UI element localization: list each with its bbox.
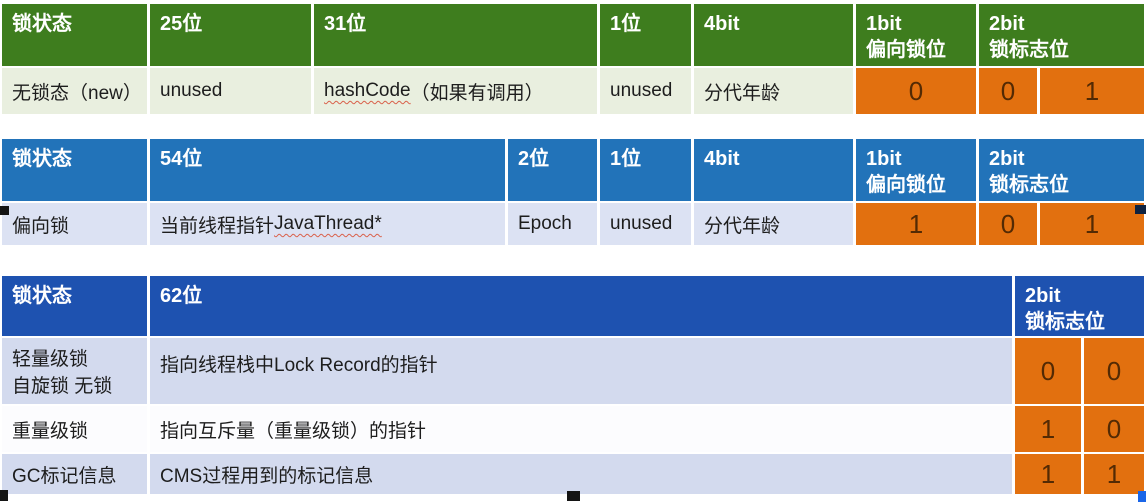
t2-header-lock-state-label: 锁状态 xyxy=(12,148,72,170)
t2-cell-bias-bit: 1 xyxy=(856,203,976,245)
resize-handle-bottom-center[interactable] xyxy=(567,491,580,501)
t3-header-62bit: 62位 xyxy=(150,276,1012,336)
t1-header-flag-bits-line2: 锁标志位 xyxy=(989,39,1069,61)
t2-header-flag-bits-line1: 2bit xyxy=(989,148,1025,170)
t2-cell-flag-bit-1: 0 xyxy=(979,203,1037,245)
t1-header-31bit: 31位 xyxy=(314,4,597,66)
t1-header-25bit-label: 25位 xyxy=(160,13,203,35)
t2-header-4bit-label: 4bit xyxy=(704,148,740,170)
t1-cell-state: 无锁态（new） xyxy=(2,68,147,114)
t1-cell-bias-bit: 0 xyxy=(856,68,976,114)
t1-header-lock-state: 锁状态 xyxy=(2,4,147,66)
t1-header-31bit-label: 31位 xyxy=(324,13,367,35)
t3-row1-state-line2: 自旋锁 无锁 xyxy=(12,376,113,397)
t1-header-bias-bit: 1bit 偏向锁位 xyxy=(856,4,976,66)
t3-row3-flag-bit-2: 1 xyxy=(1084,454,1144,494)
t1-cell-hashcode: hashCode（如果有调用） xyxy=(314,68,597,114)
t3-row3-flag-bit-1: 1 xyxy=(1015,454,1081,494)
t2-header-2bit: 2位 xyxy=(508,139,597,201)
table-no-lock-state: 锁状态 25位 31位 1位 4bit 1bit 偏向锁位 2bit 锁标志位 … xyxy=(2,4,1144,114)
t2-header-bias-bit-line1: 1bit xyxy=(866,148,902,170)
t3-row1-state: 轻量级锁 自旋锁 无锁 xyxy=(2,338,147,404)
t2-header-bias-bit-line2: 偏向锁位 xyxy=(866,174,946,196)
t1-hashcode-code: hashCode xyxy=(324,80,411,101)
t3-header-lock-state-label: 锁状态 xyxy=(12,285,72,307)
t3-row2-flag-bit-2: 0 xyxy=(1084,406,1144,452)
t3-header-flag-bits-line1: 2bit xyxy=(1025,285,1061,307)
table-other-lock-states: 锁状态 62位 2bit 锁标志位 轻量级锁 自旋锁 无锁 指向线程栈中Lock… xyxy=(2,276,1144,494)
resize-handle-right-middle[interactable] xyxy=(1135,205,1146,214)
t1-header-1bit: 1位 xyxy=(600,4,691,66)
t1-header-4bit: 4bit xyxy=(694,4,853,66)
t3-row2-flag-bit-1: 1 xyxy=(1015,406,1081,452)
t1-header-1bit-label: 1位 xyxy=(610,13,642,35)
t2-header-flag-bits-line2: 锁标志位 xyxy=(989,174,1069,196)
t3-row1-flag-bit-1: 0 xyxy=(1015,338,1081,404)
t2-cell-gen-age: 分代年龄 xyxy=(694,203,853,245)
resize-handle-bottom-left[interactable] xyxy=(0,490,8,501)
t2-cell-thread-pointer: 当前线程指针 JavaThread* xyxy=(150,203,505,245)
t2-header-2bit-label: 2位 xyxy=(518,148,550,170)
t1-cell-flag-bit-1: 0 xyxy=(979,68,1037,114)
resize-handle-left-middle[interactable] xyxy=(0,206,9,215)
t1-cell-unused-1: unused xyxy=(600,68,691,114)
t3-header-flag-bits-line2: 锁标志位 xyxy=(1025,311,1105,333)
t2-thread-pointer-text: 当前线程指针 xyxy=(160,215,275,237)
t3-row1-state-line1: 轻量级锁 xyxy=(12,349,89,370)
t2-header-lock-state: 锁状态 xyxy=(2,139,147,201)
t3-row3-desc: CMS过程用到的标记信息 xyxy=(150,454,1012,494)
t1-hashcode-note: （如果有调用） xyxy=(410,82,544,104)
t1-header-bias-bit-line2: 偏向锁位 xyxy=(866,39,946,61)
table-biased-lock: 锁状态 54位 2位 1位 4bit 1bit 偏向锁位 2bit 锁标志位 偏… xyxy=(2,139,1144,245)
t1-header-25bit: 25位 xyxy=(150,4,311,66)
t2-header-54bit: 54位 xyxy=(150,139,505,201)
t2-cell-unused: unused xyxy=(600,203,691,245)
t3-header-lock-state: 锁状态 xyxy=(2,276,147,336)
t2-cell-flag-bit-2: 1 xyxy=(1040,203,1144,245)
t1-cell-flag-bit-2: 1 xyxy=(1040,68,1144,114)
t1-header-flag-bits-line1: 2bit xyxy=(989,13,1025,35)
t3-header-62bit-label: 62位 xyxy=(160,285,203,307)
t3-row1-desc: 指向线程栈中Lock Record的指针 xyxy=(150,338,1012,404)
t2-header-bias-bit: 1bit 偏向锁位 xyxy=(856,139,976,201)
t3-header-flag-bits: 2bit 锁标志位 xyxy=(1015,276,1144,336)
t3-row1-flag-bit-2: 0 xyxy=(1084,338,1144,404)
t2-header-1bit-label: 1位 xyxy=(610,148,642,170)
t1-cell-unused-25: unused xyxy=(150,68,311,114)
t2-header-flag-bits: 2bit 锁标志位 xyxy=(979,139,1144,201)
t2-header-4bit: 4bit xyxy=(694,139,853,201)
t3-row2-state: 重量级锁 xyxy=(2,406,147,452)
t2-header-1bit: 1位 xyxy=(600,139,691,201)
t2-cell-epoch: Epoch xyxy=(508,203,597,245)
t1-header-4bit-label: 4bit xyxy=(704,13,740,35)
t1-header-lock-state-label: 锁状态 xyxy=(12,13,72,35)
t3-row2-desc: 指向互斥量（重量级锁）的指针 xyxy=(150,406,1012,452)
resize-handle-bottom-right[interactable] xyxy=(1138,491,1146,502)
t2-thread-pointer-code: JavaThread* xyxy=(274,213,382,234)
t3-row3-state: GC标记信息 xyxy=(2,454,147,494)
t1-header-bias-bit-line1: 1bit xyxy=(866,13,902,35)
t2-cell-state: 偏向锁 xyxy=(2,203,147,245)
t2-header-54bit-label: 54位 xyxy=(160,148,203,170)
t1-header-flag-bits: 2bit 锁标志位 xyxy=(979,4,1144,66)
t1-cell-gen-age: 分代年龄 xyxy=(694,68,853,114)
